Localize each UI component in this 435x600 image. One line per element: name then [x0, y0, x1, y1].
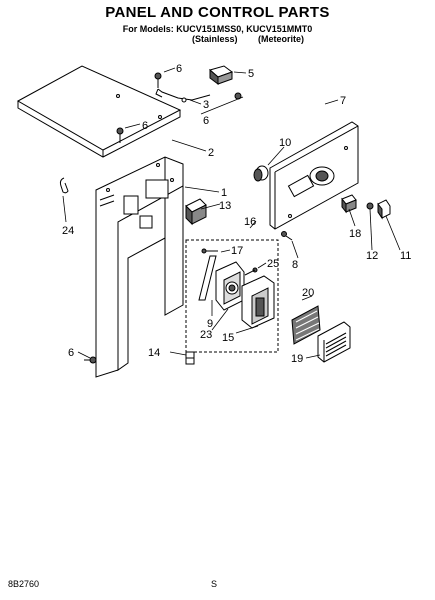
callout-25: 25	[267, 258, 279, 270]
callout-24: 24	[62, 225, 74, 237]
filter-grid	[291, 305, 321, 345]
callout-1: 1	[221, 187, 227, 199]
screw-6-top	[154, 72, 162, 88]
callout-16: 16	[244, 216, 256, 228]
clip-part	[59, 177, 69, 194]
diagram-title: PANEL AND CONTROL PARTS	[105, 4, 330, 21]
callout-labels: 6 5 3 6 6 2 1 7 10 13 16 17 25 9 23 15 8…	[62, 63, 411, 365]
callout-11: 11	[400, 250, 411, 262]
nut-part	[181, 97, 187, 103]
rocker-switch	[185, 198, 207, 226]
callout-10: 10	[279, 137, 291, 149]
nut-12	[366, 202, 374, 210]
small-bracket	[185, 351, 195, 365]
page-letter: S	[211, 579, 218, 589]
callout-6-top: 6	[176, 63, 182, 75]
variant-stainless: (Stainless)	[192, 34, 238, 44]
callout-5: 5	[248, 68, 254, 80]
callout-9: 9	[207, 318, 213, 330]
callout-20: 20	[302, 287, 314, 299]
callout-3: 3	[203, 99, 209, 111]
callout-6-right: 6	[203, 115, 209, 127]
callout-12: 12	[366, 250, 378, 262]
screw-17	[201, 248, 218, 254]
main-frame	[95, 156, 184, 378]
callout-15: 15	[222, 332, 234, 344]
document-number: 8B2760	[8, 579, 40, 589]
screw-6-bottom	[84, 356, 97, 364]
callout-19: 19	[291, 353, 303, 365]
callout-14: 14	[148, 347, 160, 359]
wire-bracket	[155, 88, 211, 101]
screw-6-middle	[116, 127, 124, 143]
callout-17: 17	[231, 245, 243, 257]
callout-13: 13	[219, 200, 231, 212]
callout-23: 23	[200, 329, 212, 341]
top-panel-plate	[16, 65, 182, 158]
support-rod	[198, 255, 217, 301]
callout-7: 7	[340, 95, 346, 107]
knob-11	[377, 199, 391, 220]
screw-8	[281, 231, 293, 241]
control-assembly-box	[185, 239, 279, 353]
control-knob	[253, 165, 269, 182]
callout-6-bottom: 6	[68, 347, 74, 359]
callout-18: 18	[349, 228, 361, 240]
vent-panel	[317, 321, 351, 363]
switch-button	[341, 194, 357, 214]
leader-lines	[62, 67, 401, 359]
thermostat-block	[208, 65, 234, 85]
screw-25	[244, 267, 258, 276]
callout-6-middle: 6	[142, 120, 148, 132]
control-panel-plate	[269, 121, 359, 230]
callout-8: 8	[292, 259, 298, 271]
models-line: For Models: KUCV151MSS0, KUCV151MMT0	[122, 24, 313, 34]
knob-housing	[215, 261, 245, 311]
meter-module	[241, 275, 275, 329]
callout-2: 2	[208, 147, 214, 159]
variant-meteorite: (Meteorite)	[258, 34, 305, 44]
